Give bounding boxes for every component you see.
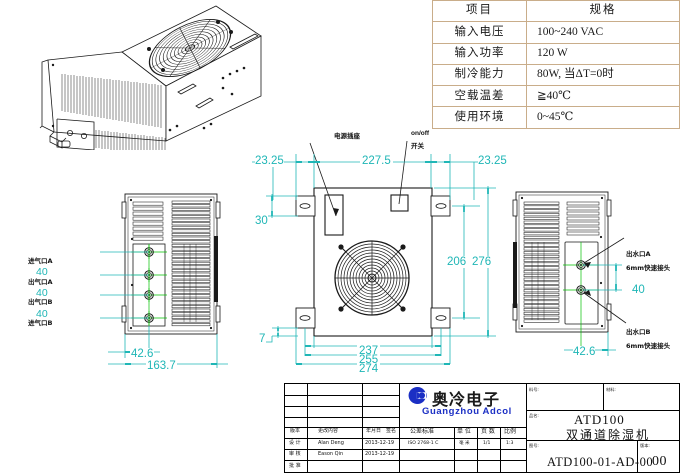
spec-value-operating-env: 0~45℃ [526,106,680,129]
spec-value-cooling-capacity: 80W, 当ΔT=0时 [526,63,680,87]
water-outlet-a-label: 出水口A [626,250,651,258]
company-name-en: Guangzhou Adcol [422,406,512,417]
spec-value-no-load-temp-diff: ≧40℃ [526,85,680,108]
right-side-view [512,191,627,356]
rev-role-review: 审 核 [289,451,301,457]
spec-header-item: 项目 [432,0,527,23]
product-name-en: ATD100 [574,412,625,427]
spec-key-no-load-temp-diff: 空载温差 [432,85,527,108]
rev-date-review: 2013-12-19 [365,451,395,457]
rev-header-date: 年月日 [366,428,382,434]
rev-content-design: Alan Deng [318,440,344,446]
front-dim-276: 276 [471,256,493,268]
front-dim-7: 7 [259,333,266,345]
left-side-view [100,193,228,368]
front-dim-206: 206 [446,256,468,268]
front-dim-30: 30 [255,215,268,227]
rev-header-version: 版本 [290,428,301,434]
std-value-scale: 1:3 [506,441,514,446]
std-header-pages: 页 数 [481,428,495,435]
air-inlet-a-label: 进气口A [28,257,53,265]
spec-row-input-power: 输入功率 120 W [432,42,680,65]
spec-key-cooling-capacity: 制冷能力 [432,63,527,87]
std-value-unit: 毫 米 [459,441,470,446]
right-dim-40: 40 [632,284,645,296]
std-value-tolerance: ISO 2768-1 C [408,441,439,446]
water-outlet-b-label: 出水口B [626,328,651,336]
std-header-scale: 比例 [504,428,517,435]
rev-header-content: 更改内容 [318,428,339,434]
product-name-cn: 双通道除湿机 [566,428,651,442]
spec-row-input-voltage: 输入电压 100~240 VAC [432,21,680,44]
water-outlet-b-fitting-label: 6mm快速接头 [626,342,671,350]
front-dim-274: 274 [357,363,381,375]
spec-header-value: 规格 [526,0,680,23]
rev-date-design: 2013-12-19 [365,440,395,446]
left-view-dim-40-3: 40 [36,308,48,320]
air-outlet-a-label: 出气口A [28,278,53,286]
water-outlet-a-fitting-label: 6mm快速接头 [626,264,671,272]
std-value-pages: 1/1 [483,441,491,446]
spec-key-operating-env: 使用环境 [432,106,527,129]
rev-role-approve: 批 准 [289,463,301,469]
spec-value-input-voltage: 100~240 VAC [526,21,680,44]
front-dim-center-span: 227.5 [360,155,393,167]
air-outlet-b-label: 出气口B [28,298,53,306]
spec-row-no-load-temp-diff: 空载温差 ≧40℃ [432,85,680,108]
drawing-no-label: 图号: [529,443,539,448]
air-inlet-b-label: 进气口B [28,319,53,327]
left-view-dim-40-1: 40 [36,266,48,278]
drawing-number: ATD100-01-AD-00 [547,455,654,469]
onoff-label: on/off [411,130,430,137]
spec-key-input-voltage: 输入电压 [432,21,527,44]
spec-table-header-row: 项目 规格 [432,0,680,23]
rev-content-review: Eason Qin [318,451,344,457]
material-label: 材料: [606,387,616,392]
std-header-tolerance: 公差标准 [410,428,435,435]
spec-key-input-power: 输入功率 [432,42,527,65]
rev-header-sign: 签名 [386,428,397,434]
rev-role-design: 设 计 [289,440,301,446]
left-view-dim-40-2: 40 [36,287,48,299]
spec-row-operating-env: 使用环境 0~45℃ [432,106,680,129]
right-dim-42-6: 42.6 [573,346,596,358]
adcol-logo-icon [408,386,427,405]
front-dim-right-margin: 23.25 [478,155,507,167]
left-view-dim-42-6: 42.6 [130,348,155,360]
front-view [252,140,496,365]
isometric-3d-view [39,5,262,150]
specification-table: 项目 规格 输入电压 100~240 VAC 输入功率 120 W 制冷能力 8… [432,0,680,129]
std-header-unit: 单 位 [457,428,471,435]
spec-row-cooling-capacity: 制冷能力 80W, 当ΔT=0时 [432,63,680,87]
power-socket-label: 电源插座 [334,132,360,140]
product-name-label: 品名: [529,413,539,418]
front-dim-left-margin: 23.25 [255,155,284,167]
switch-label: 开关 [411,142,424,150]
company-name-cn: 奥冷电子 [432,390,501,409]
left-view-dim-163-7: 163.7 [146,360,177,372]
part-no-label: 料号: [529,387,539,392]
spec-value-input-power: 120 W [526,42,680,65]
version-value: 00 [652,454,667,469]
version-label: 版本: [640,443,650,448]
